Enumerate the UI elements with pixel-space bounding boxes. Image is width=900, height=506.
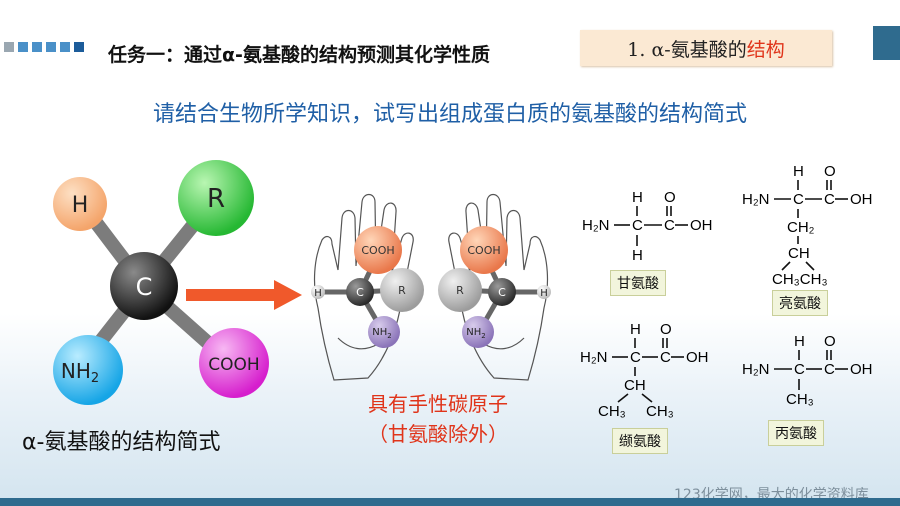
atom-nh2-label: NH2	[61, 359, 99, 386]
leucine-name-tag: 亮氨酸	[772, 290, 828, 316]
square-2	[18, 42, 28, 52]
left-nh2-label: NH2	[372, 327, 391, 340]
right-hand-outline	[448, 193, 549, 381]
section-subtitle: 1. α-氨基酸的结构	[580, 30, 832, 66]
right-c-label: C	[498, 286, 506, 299]
alanine-name-tag: 丙氨酸	[768, 420, 824, 446]
ala-oh: OH	[850, 361, 873, 378]
leu-c1: C	[793, 191, 804, 208]
val-bonds	[612, 338, 684, 403]
atom-r-label: R	[207, 184, 225, 214]
left-molecule: COOH R C H NH2	[311, 226, 424, 348]
val-oh: OH	[686, 349, 709, 366]
leu-c2: C	[824, 191, 835, 208]
leu-oh: OH	[850, 191, 873, 208]
val-o: O	[660, 321, 672, 338]
chiral-carbon-note: 具有手性碳原子	[368, 392, 508, 416]
glycine-name-tag: 甘氨酸	[610, 270, 666, 296]
ala-h-top: H	[794, 333, 805, 350]
left-hand-outline	[313, 193, 414, 381]
right-h-label: H	[540, 288, 548, 299]
square-4	[46, 42, 56, 52]
ala-bonds	[774, 350, 848, 390]
square-5	[60, 42, 70, 52]
leu-h-top: H	[793, 163, 804, 180]
atom-c-label: C	[136, 273, 153, 301]
val-ch3-right: CH₃	[646, 403, 674, 420]
square-1	[4, 42, 14, 52]
val-h-top: H	[630, 321, 641, 338]
glycine-formula: H O H₂N C C OH H	[582, 189, 713, 264]
square-6	[74, 42, 84, 52]
atom-r	[178, 160, 254, 236]
right-cooh-label: COOH	[467, 244, 500, 257]
page-title: 任务一：通过α-氨基酸的结构预测其化学性质	[108, 44, 490, 66]
val-h2n: H₂N	[580, 349, 608, 366]
gly-c2: C	[664, 217, 675, 234]
alanine-formula: H O H₂N C C OH CH₃	[742, 333, 873, 408]
title-decoration	[4, 42, 84, 52]
right-nh2-label: NH2	[466, 327, 485, 340]
leu-h2n: H₂N	[742, 191, 770, 208]
ala-c2: C	[824, 361, 835, 378]
atom-nh2	[53, 335, 123, 405]
left-cooh-label: COOH	[361, 244, 394, 257]
gly-h-top: H	[632, 189, 643, 206]
val-ch: CH	[624, 377, 646, 394]
left-c-label: C	[356, 286, 364, 299]
leu-ch: CH	[788, 245, 810, 262]
ball-stick-model: H R C NH2 COOH	[53, 160, 269, 405]
left-h-label: H	[314, 288, 322, 299]
atom-cooh-label: COOH	[208, 355, 259, 375]
subtitle-prefix: 1. α-氨基酸的	[627, 38, 747, 61]
val-c2: C	[660, 349, 671, 366]
gly-o: O	[664, 189, 676, 206]
corner-tab	[873, 26, 900, 60]
atom-c	[110, 252, 178, 320]
gly-h2n: H₂N	[582, 217, 610, 234]
leucine-formula: H O H₂N C C OH CH₂ CH CH₃CH₃	[742, 163, 873, 288]
right-molecule: COOH R C H NH2	[438, 226, 551, 348]
model-caption: α-氨基酸的结构简式	[22, 430, 221, 455]
right-r-label: R	[456, 284, 464, 297]
ala-h2n: H₂N	[742, 361, 770, 378]
val-ch3-left: CH₃	[598, 403, 626, 420]
valine-name-tag: 缬氨酸	[612, 428, 668, 454]
ala-c1: C	[794, 361, 805, 378]
leu-ch2: CH₂	[787, 219, 815, 236]
left-r-label: R	[398, 284, 406, 297]
gly-oh: OH	[690, 217, 713, 234]
chirality-hands: COOH R C H NH2 COOH R C H NH2	[311, 193, 551, 381]
leu-bonds	[774, 180, 848, 271]
ala-o: O	[824, 333, 836, 350]
atom-cooh	[199, 328, 269, 398]
leu-ch3ch3: CH₃CH₃	[772, 271, 828, 288]
gly-bonds	[614, 206, 688, 246]
bottom-bar	[0, 498, 900, 506]
atom-h-label: H	[72, 193, 89, 218]
val-c1: C	[630, 349, 641, 366]
gly-c1: C	[632, 217, 643, 234]
gly-h-bottom: H	[632, 247, 643, 264]
atom-h	[53, 177, 107, 231]
square-3	[32, 42, 42, 52]
leu-o: O	[824, 163, 836, 180]
right-arrow-icon	[186, 280, 302, 310]
subtitle-accent: 结构	[746, 38, 785, 61]
ala-ch3: CH₃	[786, 391, 814, 408]
glycine-exception-note: （甘氨酸除外）	[368, 422, 508, 446]
valine-formula: H O H₂N C C OH CH CH₃ CH₃	[580, 321, 709, 420]
task-prompt: 请结合生物所学知识，试写出组成蛋白质的氨基酸的结构简式	[152, 102, 747, 127]
